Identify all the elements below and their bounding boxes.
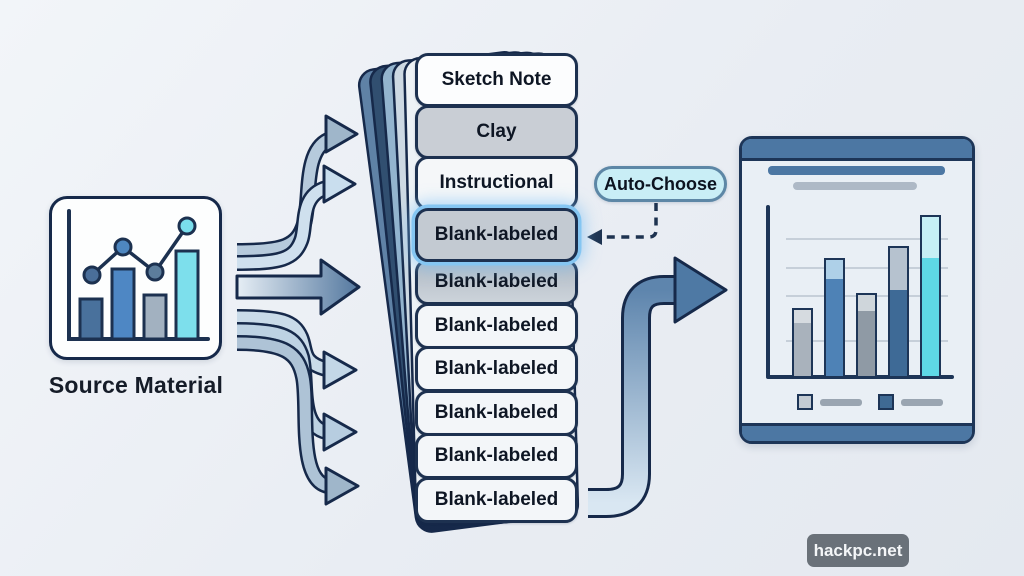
chart-bar xyxy=(824,258,845,378)
stack-card[interactable]: Instructional xyxy=(415,156,578,210)
auto-choose-connector-icon xyxy=(587,203,658,245)
gridline xyxy=(786,238,948,240)
panel-footer-bar xyxy=(742,423,972,441)
arrow-straight-icon xyxy=(235,258,361,316)
arrow-up-2-icon xyxy=(236,164,357,271)
result-panel-body xyxy=(742,139,972,441)
legend-swatch xyxy=(797,394,813,410)
chart-bar-cap xyxy=(890,248,907,291)
stack-card[interactable]: Blank-labeled xyxy=(415,389,578,436)
report-title-placeholder xyxy=(768,166,945,175)
stack-card[interactable]: Sketch Note xyxy=(415,53,578,107)
chart-bar-cap xyxy=(826,260,843,279)
result-panel xyxy=(739,136,975,444)
chart-bar xyxy=(888,246,909,378)
legend-label-placeholder xyxy=(901,399,943,406)
chart-bar-cap xyxy=(794,310,811,324)
chart-bar-cap xyxy=(922,217,939,259)
chart-bar xyxy=(920,215,941,378)
fanout-arrows-icon xyxy=(235,114,361,506)
source-material-box xyxy=(49,196,222,360)
report-subtitle-placeholder xyxy=(793,182,917,190)
watermark-badge: hackpc.net xyxy=(807,534,909,567)
mini-chart-icon xyxy=(67,209,210,341)
legend-swatch xyxy=(878,394,894,410)
stack-card[interactable]: Blank-labeled xyxy=(415,433,578,479)
chart-bar xyxy=(856,293,877,378)
chart-bar xyxy=(792,308,813,378)
legend-label-placeholder xyxy=(820,399,862,406)
auto-choose-pill[interactable]: Auto-Choose xyxy=(594,166,727,202)
stack-card[interactable]: Clay xyxy=(415,104,578,159)
source-material-label: Source Material xyxy=(48,372,224,398)
arrow-down-3-icon xyxy=(236,335,360,506)
chart-bar-cap xyxy=(858,295,875,312)
stack-card[interactable]: Blank-labeled xyxy=(415,259,578,305)
y-axis xyxy=(766,205,770,378)
stack-card-selected[interactable]: Blank-labeled xyxy=(415,207,578,262)
stack-card[interactable]: Blank-labeled xyxy=(415,302,578,349)
panel-header-bar xyxy=(742,139,972,161)
stack-card[interactable]: Blank-labeled xyxy=(415,476,578,523)
stack-card[interactable]: Blank-labeled xyxy=(415,346,578,392)
result-arrow-icon xyxy=(588,256,728,518)
gridline xyxy=(786,267,948,269)
